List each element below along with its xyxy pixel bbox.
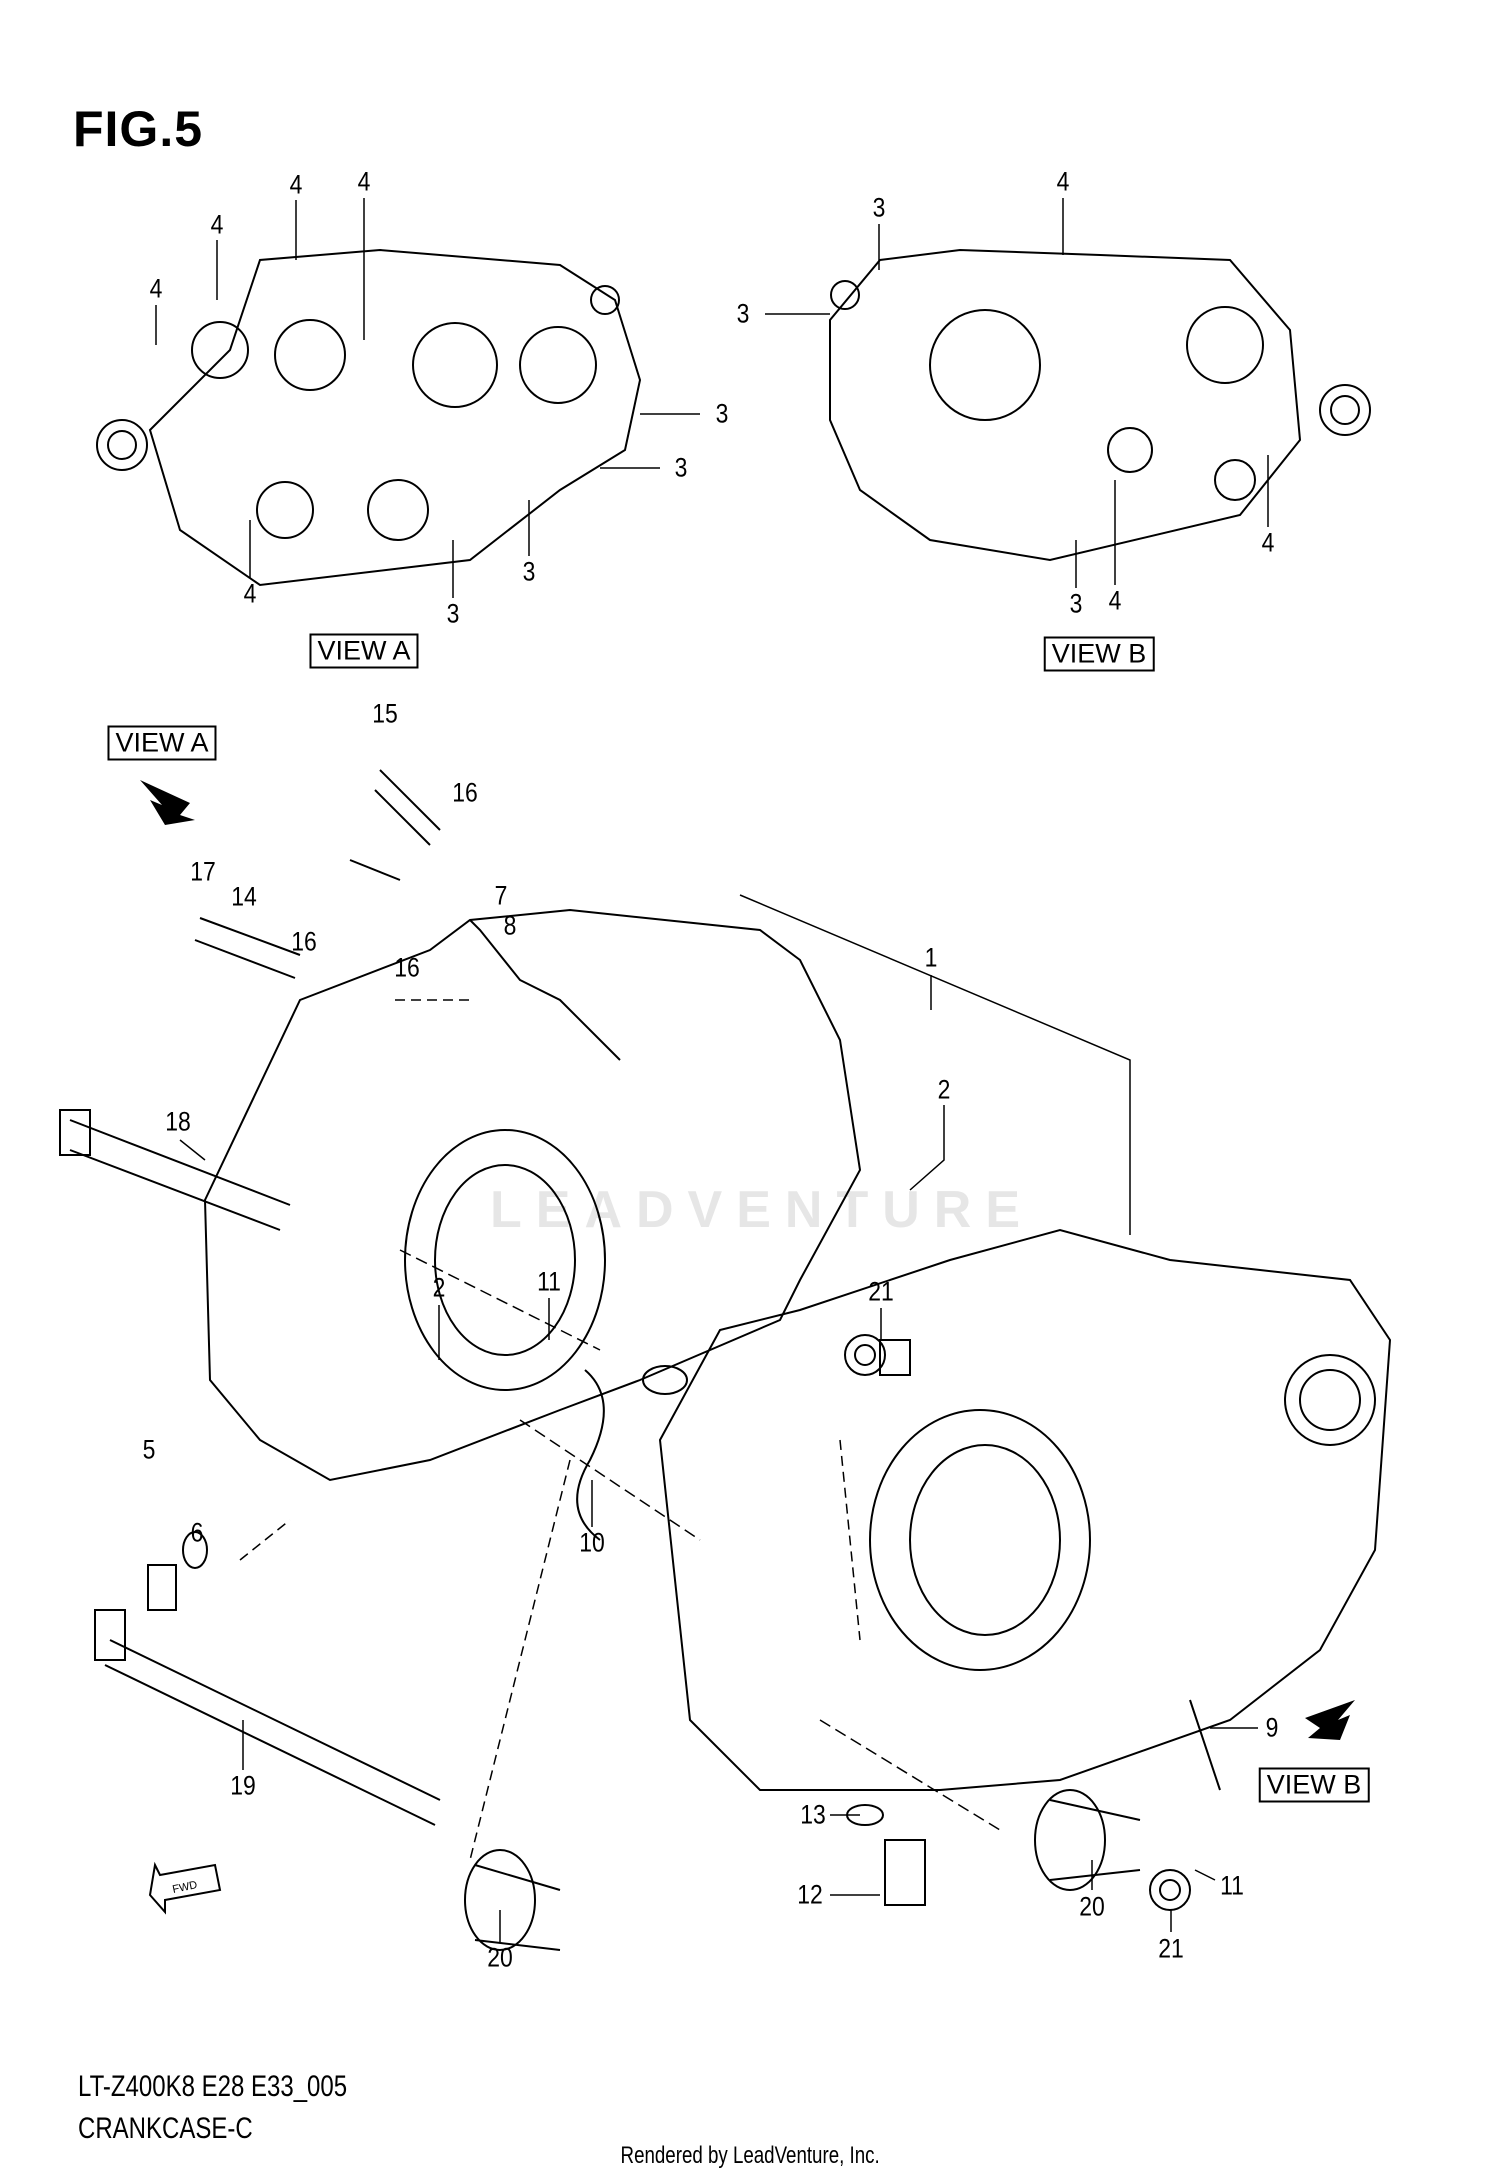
callout-4: 4	[357, 166, 371, 197]
callout-3: 3	[872, 192, 886, 223]
left-crankcase-half-drawing	[203, 908, 862, 1482]
callout-2: 2	[432, 1272, 446, 1303]
callout-9: 9	[1265, 1712, 1279, 1743]
right-crankcase-half-drawing	[658, 1228, 1392, 1791]
callout-17: 17	[190, 856, 216, 887]
callout-4: 4	[1056, 166, 1070, 197]
rendered-by-text: Rendered by LeadVenture, Inc.	[620, 2142, 880, 2169]
callout-21: 21	[868, 1276, 894, 1307]
callout-3: 3	[446, 598, 460, 629]
view-b-label: VIEW B	[1043, 636, 1155, 672]
callout-5: 5	[142, 1434, 156, 1465]
callout-11: 11	[537, 1266, 561, 1297]
section-name: CRANKCASE-C	[78, 2112, 253, 2145]
callout-15: 15	[372, 698, 398, 729]
callout-3: 3	[1069, 588, 1083, 619]
callout-16: 16	[394, 952, 420, 983]
callout-8: 8	[503, 910, 517, 941]
callout-18: 18	[165, 1106, 191, 1137]
view-b-reference-label: VIEW B	[1258, 1767, 1370, 1803]
callout-1: 1	[924, 942, 938, 973]
view-a-arrow-icon	[140, 780, 195, 825]
figure-title: FIG.5	[73, 101, 204, 157]
callout-12: 12	[797, 1879, 823, 1910]
callout-11: 11	[1220, 1870, 1244, 1901]
callout-10: 10	[579, 1527, 605, 1558]
callout-4: 4	[149, 273, 163, 304]
callout-16: 16	[291, 926, 317, 957]
callout-19: 19	[230, 1770, 256, 1801]
callout-3: 3	[736, 298, 750, 329]
callout-21: 21	[1158, 1933, 1184, 1964]
rendered-by-credit: Rendered by LeadVenture, Inc.	[0, 2142, 1500, 2170]
fwd-arrow-icon	[148, 1861, 222, 1915]
callout-4: 4	[1108, 585, 1122, 616]
callout-20: 20	[1079, 1891, 1105, 1922]
callout-2: 2	[937, 1074, 951, 1105]
watermark: LEADVENTURE	[490, 1181, 1035, 1239]
callout-14: 14	[231, 881, 257, 912]
leader-lines	[155, 198, 1269, 1942]
callout-16: 16	[452, 777, 478, 808]
callout-4: 4	[289, 169, 303, 200]
callout-3: 3	[674, 452, 688, 483]
callout-7: 7	[494, 880, 508, 911]
view-a-crankcase-drawing	[96, 248, 642, 587]
view-a-label: VIEW A	[309, 633, 419, 669]
callout-4: 4	[210, 209, 224, 240]
callout-3: 3	[715, 398, 729, 429]
callout-4: 4	[1261, 527, 1275, 558]
view-b-arrow-icon	[1305, 1700, 1355, 1740]
callout-13: 13	[800, 1799, 826, 1830]
model-code: LT-Z400K8 E28 E33_005	[78, 2070, 348, 2103]
callout-6: 6	[190, 1517, 204, 1548]
view-a-reference-label: VIEW A	[107, 725, 217, 761]
callout-4: 4	[243, 578, 257, 609]
callout-3: 3	[522, 556, 536, 587]
callout-20: 20	[487, 1942, 513, 1973]
view-b-crankcase-drawing	[829, 248, 1371, 562]
